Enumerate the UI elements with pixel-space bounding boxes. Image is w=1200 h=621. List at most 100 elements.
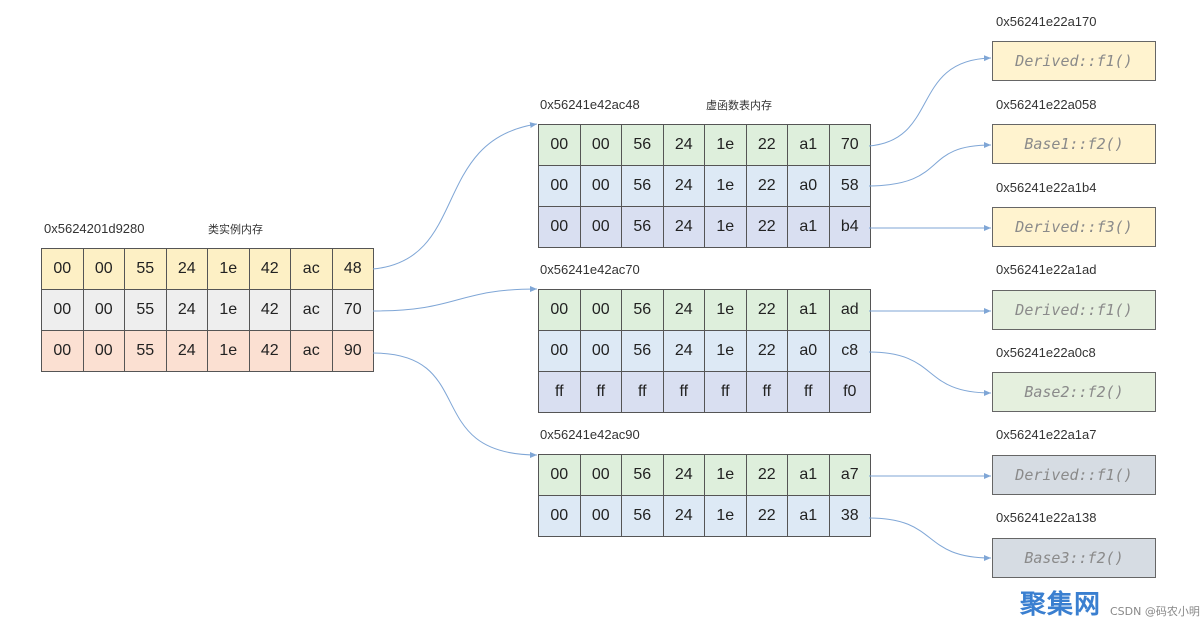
function-address-5: 0x56241e22a0c8 (996, 345, 1096, 360)
memory-byte-cell: 24 (662, 495, 705, 537)
memory-byte-cell: 24 (165, 248, 208, 290)
memory-byte-cell: c8 (828, 330, 871, 372)
memory-byte-cell: 00 (579, 165, 622, 207)
memory-byte-cell: 22 (745, 454, 788, 496)
watermark-logo: 聚集网 (1020, 590, 1102, 620)
vtable-caption: 虚函数表内存 (706, 99, 772, 112)
function-box-base1-f2: Base1::f2() (992, 124, 1156, 164)
function-address-2: 0x56241e22a058 (996, 97, 1097, 112)
memory-byte-cell: 00 (538, 124, 581, 166)
memory-byte-cell: 22 (745, 495, 788, 537)
function-box-derived-f1-thunk-base3: Derived::f1() (992, 455, 1156, 495)
memory-byte-cell: 00 (579, 495, 622, 537)
memory-byte-cell: ff (787, 371, 830, 413)
memory-byte-cell: 00 (41, 248, 84, 290)
memory-byte-cell: ac (290, 248, 333, 290)
memory-byte-cell: 00 (538, 495, 581, 537)
memory-byte-cell: 42 (248, 289, 291, 331)
memory-byte-cell: 56 (621, 124, 664, 166)
memory-byte-cell: 55 (124, 330, 167, 372)
memory-byte-cell: ff (745, 371, 788, 413)
instance-address: 0x5624201d9280 (44, 221, 145, 236)
memory-byte-cell: a1 (787, 124, 830, 166)
memory-byte-cell: ff (579, 371, 622, 413)
memory-byte-cell: ad (828, 289, 871, 331)
arrow-instance-row2-to-vtable2 (372, 286, 538, 312)
memory-byte-cell: 56 (621, 206, 664, 248)
memory-byte-cell: 00 (538, 454, 581, 496)
memory-byte-cell: 24 (662, 289, 705, 331)
memory-byte-cell: ff (662, 371, 705, 413)
instance-caption: 类实例内存 (208, 223, 263, 236)
function-address-7: 0x56241e22a138 (996, 510, 1097, 525)
memory-byte-cell: 24 (662, 454, 705, 496)
memory-byte-cell: 1e (704, 124, 747, 166)
watermark-text: CSDN @码农小明 (1110, 605, 1200, 618)
memory-byte-cell: f0 (828, 371, 871, 413)
memory-byte-cell: 00 (538, 165, 581, 207)
memory-byte-cell: 1e (207, 248, 250, 290)
vtable-3-address: 0x56241e42ac90 (540, 427, 640, 442)
memory-byte-cell: 1e (704, 330, 747, 372)
function-box-base2-f2: Base2::f2() (992, 372, 1156, 412)
memory-byte-cell: 38 (828, 495, 871, 537)
memory-byte-cell: 1e (704, 454, 747, 496)
memory-byte-cell: 56 (621, 289, 664, 331)
memory-byte-cell: 22 (745, 206, 788, 248)
memory-byte-cell: 55 (124, 289, 167, 331)
memory-byte-cell: 56 (621, 165, 664, 207)
vtable-1-address: 0x56241e42ac48 (540, 97, 640, 112)
arrow-instance-row1-to-vtable1 (372, 122, 538, 270)
memory-byte-cell: a1 (787, 495, 830, 537)
function-address-3: 0x56241e22a1b4 (996, 180, 1097, 195)
memory-byte-cell: 22 (745, 289, 788, 331)
memory-byte-cell: 00 (538, 206, 581, 248)
memory-byte-cell: 1e (704, 165, 747, 207)
memory-byte-cell: ff (621, 371, 664, 413)
memory-byte-cell: 24 (165, 289, 208, 331)
memory-byte-cell: a1 (787, 454, 830, 496)
arrow-vt1-row1-to-func1 (868, 55, 992, 147)
memory-byte-cell: a1 (787, 206, 830, 248)
function-box-derived-f3: Derived::f3() (992, 207, 1156, 247)
memory-byte-cell: 1e (704, 289, 747, 331)
memory-byte-cell: 22 (745, 124, 788, 166)
memory-byte-cell: b4 (828, 206, 871, 248)
vtable-2-address: 0x56241e42ac70 (540, 262, 640, 277)
arrow-vt3-row2-to-func7 (868, 517, 992, 561)
arrow-vt2-row2-to-func5 (868, 351, 992, 396)
memory-byte-cell: 00 (579, 206, 622, 248)
memory-byte-cell: 24 (662, 330, 705, 372)
memory-byte-cell: 00 (82, 289, 125, 331)
memory-byte-cell: 1e (207, 330, 250, 372)
memory-byte-cell: 90 (331, 330, 374, 372)
memory-byte-cell: 1e (207, 289, 250, 331)
memory-byte-cell: 1e (704, 495, 747, 537)
memory-byte-cell: ff (704, 371, 747, 413)
function-box-base3-f2: Base3::f2() (992, 538, 1156, 578)
memory-byte-cell: 24 (662, 206, 705, 248)
memory-byte-cell: 56 (621, 495, 664, 537)
memory-byte-cell: ac (290, 289, 333, 331)
arrow-vt1-row2-to-func2 (868, 142, 992, 187)
memory-byte-cell: 56 (621, 454, 664, 496)
memory-byte-cell: a1 (787, 289, 830, 331)
memory-byte-cell: 00 (41, 330, 84, 372)
function-address-4: 0x56241e22a1ad (996, 262, 1097, 277)
memory-byte-cell: 00 (579, 454, 622, 496)
function-address-6: 0x56241e22a1a7 (996, 427, 1097, 442)
